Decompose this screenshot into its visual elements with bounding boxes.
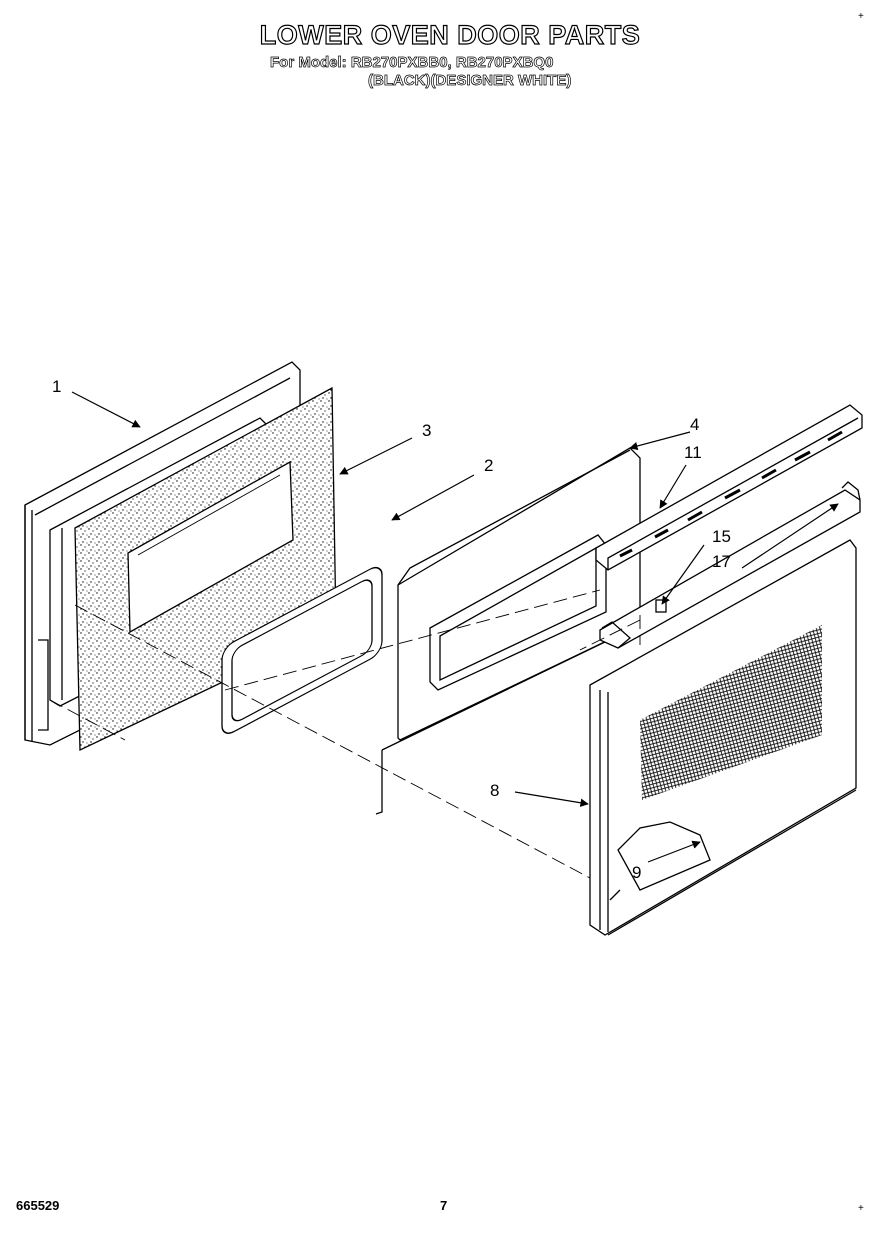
registration-mark-bottom: + [858,1203,864,1214]
window-gasket [221,566,383,734]
callout-8: 8 [490,781,499,800]
callout-1: 1 [52,377,61,396]
callout-labels: 1 3 2 4 11 15 17 8 9 [52,377,731,882]
callout-15: 15 [712,527,731,546]
page-number: 7 [440,1198,448,1213]
document-number: 665529 [16,1198,60,1213]
color-line: (BLACK)(DESIGNER WHITE) [368,72,572,90]
callout-17: 17 [712,552,731,571]
callout-3: 3 [422,421,431,440]
inner-door-panel [375,447,641,815]
callout-2: 2 [484,456,493,475]
model-line: For Model: RB270PXBB0, RB270PXBQ0 [270,54,554,72]
page-title: LOWER OVEN DOOR PARTS [259,19,641,50]
assembly-lines [49,589,641,879]
callout-4: 4 [690,415,699,434]
registration-mark-top: + [858,11,864,22]
callout-9: 9 [632,863,641,882]
callout-11: 11 [684,443,702,462]
vent-trim [595,404,863,571]
